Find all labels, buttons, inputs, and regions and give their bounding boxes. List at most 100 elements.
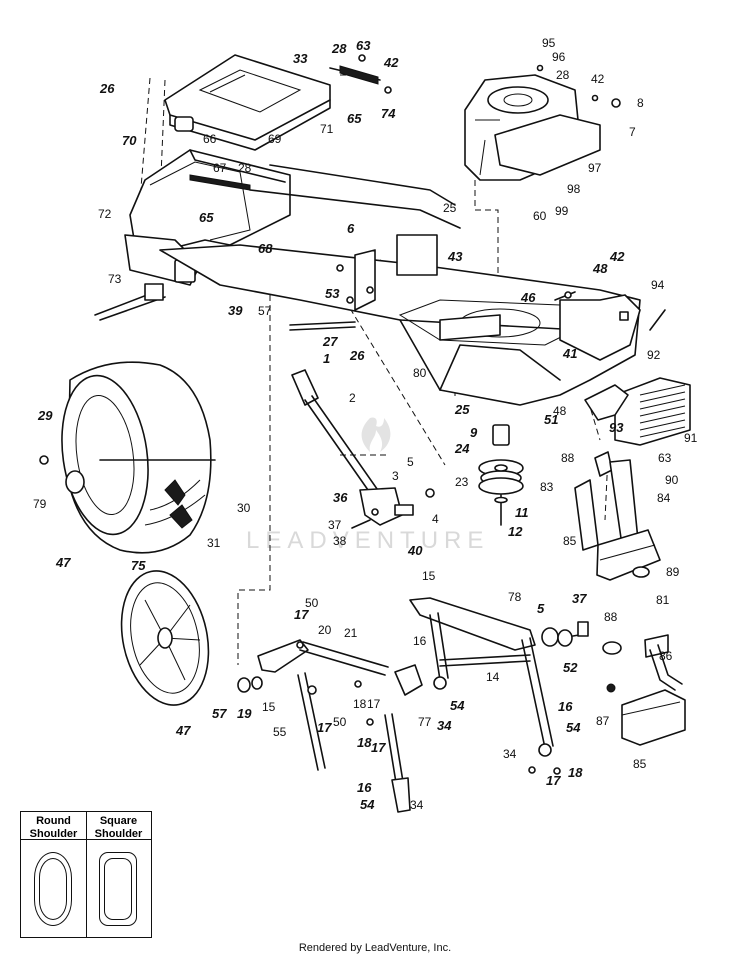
callout: 47	[175, 723, 191, 738]
callout: 16	[413, 634, 427, 648]
callout: 42	[383, 55, 399, 70]
callout: 19	[237, 706, 252, 721]
callout: 73	[108, 272, 122, 286]
callout: 87	[596, 714, 610, 728]
callout: 85	[633, 757, 647, 771]
brake-pedal	[291, 369, 435, 529]
callout: 92	[647, 348, 661, 362]
callout: 97	[588, 161, 602, 175]
callout: 18	[568, 765, 583, 780]
callout: 14	[486, 670, 500, 684]
engine-pulley	[478, 424, 524, 526]
callout: 27	[322, 334, 338, 349]
callout: 75	[131, 558, 146, 573]
callout: 68	[258, 241, 273, 256]
callout: 85	[563, 534, 577, 548]
seat-pan	[164, 54, 331, 151]
callout: 42	[609, 249, 625, 264]
legend-round-label: Round Shoulder	[21, 812, 86, 840]
callout: 90	[665, 473, 679, 487]
callout: 53	[325, 286, 340, 301]
brake-rod	[289, 321, 356, 331]
round-shoulder-shape	[34, 852, 72, 926]
callout: 57	[212, 706, 227, 721]
callout: 91	[684, 431, 698, 445]
callout: 17	[546, 773, 561, 788]
callout: 41	[562, 346, 577, 361]
engine	[464, 64, 621, 181]
watermark-text: LEADVENTURE	[246, 527, 489, 554]
wheel-cover	[120, 570, 210, 706]
callout: 51	[544, 412, 558, 427]
rear-fender	[124, 149, 291, 286]
callout: 57	[258, 304, 272, 318]
callout: 69	[268, 132, 282, 146]
callout: 28	[556, 68, 570, 82]
pedal-linkage	[237, 639, 423, 813]
callout: 15	[422, 569, 436, 583]
callout: 9	[470, 425, 478, 440]
square-shoulder-shape	[99, 852, 137, 926]
callout: 17	[294, 607, 309, 622]
callout: 88	[604, 610, 618, 624]
footer-credit: Rendered by LeadVenture, Inc.	[298, 942, 452, 954]
lift-linkage	[409, 597, 589, 775]
callout: 48	[553, 404, 567, 418]
callout: 48	[592, 261, 608, 276]
callout: 17	[317, 720, 332, 735]
callout: 37	[572, 591, 587, 606]
callout: 7	[629, 125, 636, 139]
callout: 93	[609, 420, 624, 435]
callout: 79	[33, 497, 47, 511]
callout: 15	[262, 700, 276, 714]
control-rods	[249, 164, 461, 229]
callout: 30	[237, 501, 251, 515]
callout: 24	[454, 441, 470, 456]
callout: 29	[37, 408, 53, 423]
callout: 84	[657, 491, 671, 505]
chassis-frame	[159, 234, 641, 406]
callout: 80	[413, 366, 427, 380]
callout: 66	[203, 132, 217, 146]
callout: 16	[357, 780, 372, 795]
callout: 8	[637, 96, 644, 110]
grille	[584, 377, 691, 446]
callout: 52	[563, 660, 578, 675]
callout: 47	[55, 555, 71, 570]
muffler-assembly-lower	[602, 634, 686, 746]
callout: 4	[432, 512, 439, 526]
seat-adjuster	[329, 54, 392, 94]
callout: 98	[567, 182, 581, 196]
callout: 63	[356, 38, 371, 53]
callout: 5	[407, 455, 414, 469]
legend-round-column: Round Shoulder	[21, 812, 87, 937]
shoulder-legend: Round Shoulder Square Shoulder	[20, 811, 152, 938]
callout: 17	[371, 740, 386, 755]
callout: 6	[347, 221, 355, 236]
callout: 54	[450, 698, 465, 713]
callout: 50	[305, 596, 319, 610]
callout: 86	[659, 649, 673, 663]
callout: 3	[392, 469, 399, 483]
legend-square-column: Square Shoulder	[86, 812, 151, 937]
callout: 78	[508, 590, 522, 604]
callout: 63	[658, 451, 672, 465]
callout: 25	[443, 201, 457, 215]
callout: 18	[357, 735, 372, 750]
callout: 74	[381, 106, 396, 121]
callout: 94	[651, 278, 665, 292]
callout: 42	[591, 72, 605, 86]
callout: 89	[666, 565, 680, 579]
rear-axle	[94, 283, 166, 321]
callout: 43	[447, 249, 463, 264]
watermark: LEADVENTURE	[246, 417, 489, 554]
callout: 88	[561, 451, 575, 465]
callout: 72	[98, 207, 112, 221]
callout: 40	[407, 543, 423, 558]
callout: 36	[333, 490, 348, 505]
callout: 50	[333, 715, 347, 729]
callout: 11	[515, 505, 529, 520]
callout: 65	[347, 111, 362, 126]
callout: 18	[353, 697, 367, 711]
callout: 26	[99, 81, 115, 96]
